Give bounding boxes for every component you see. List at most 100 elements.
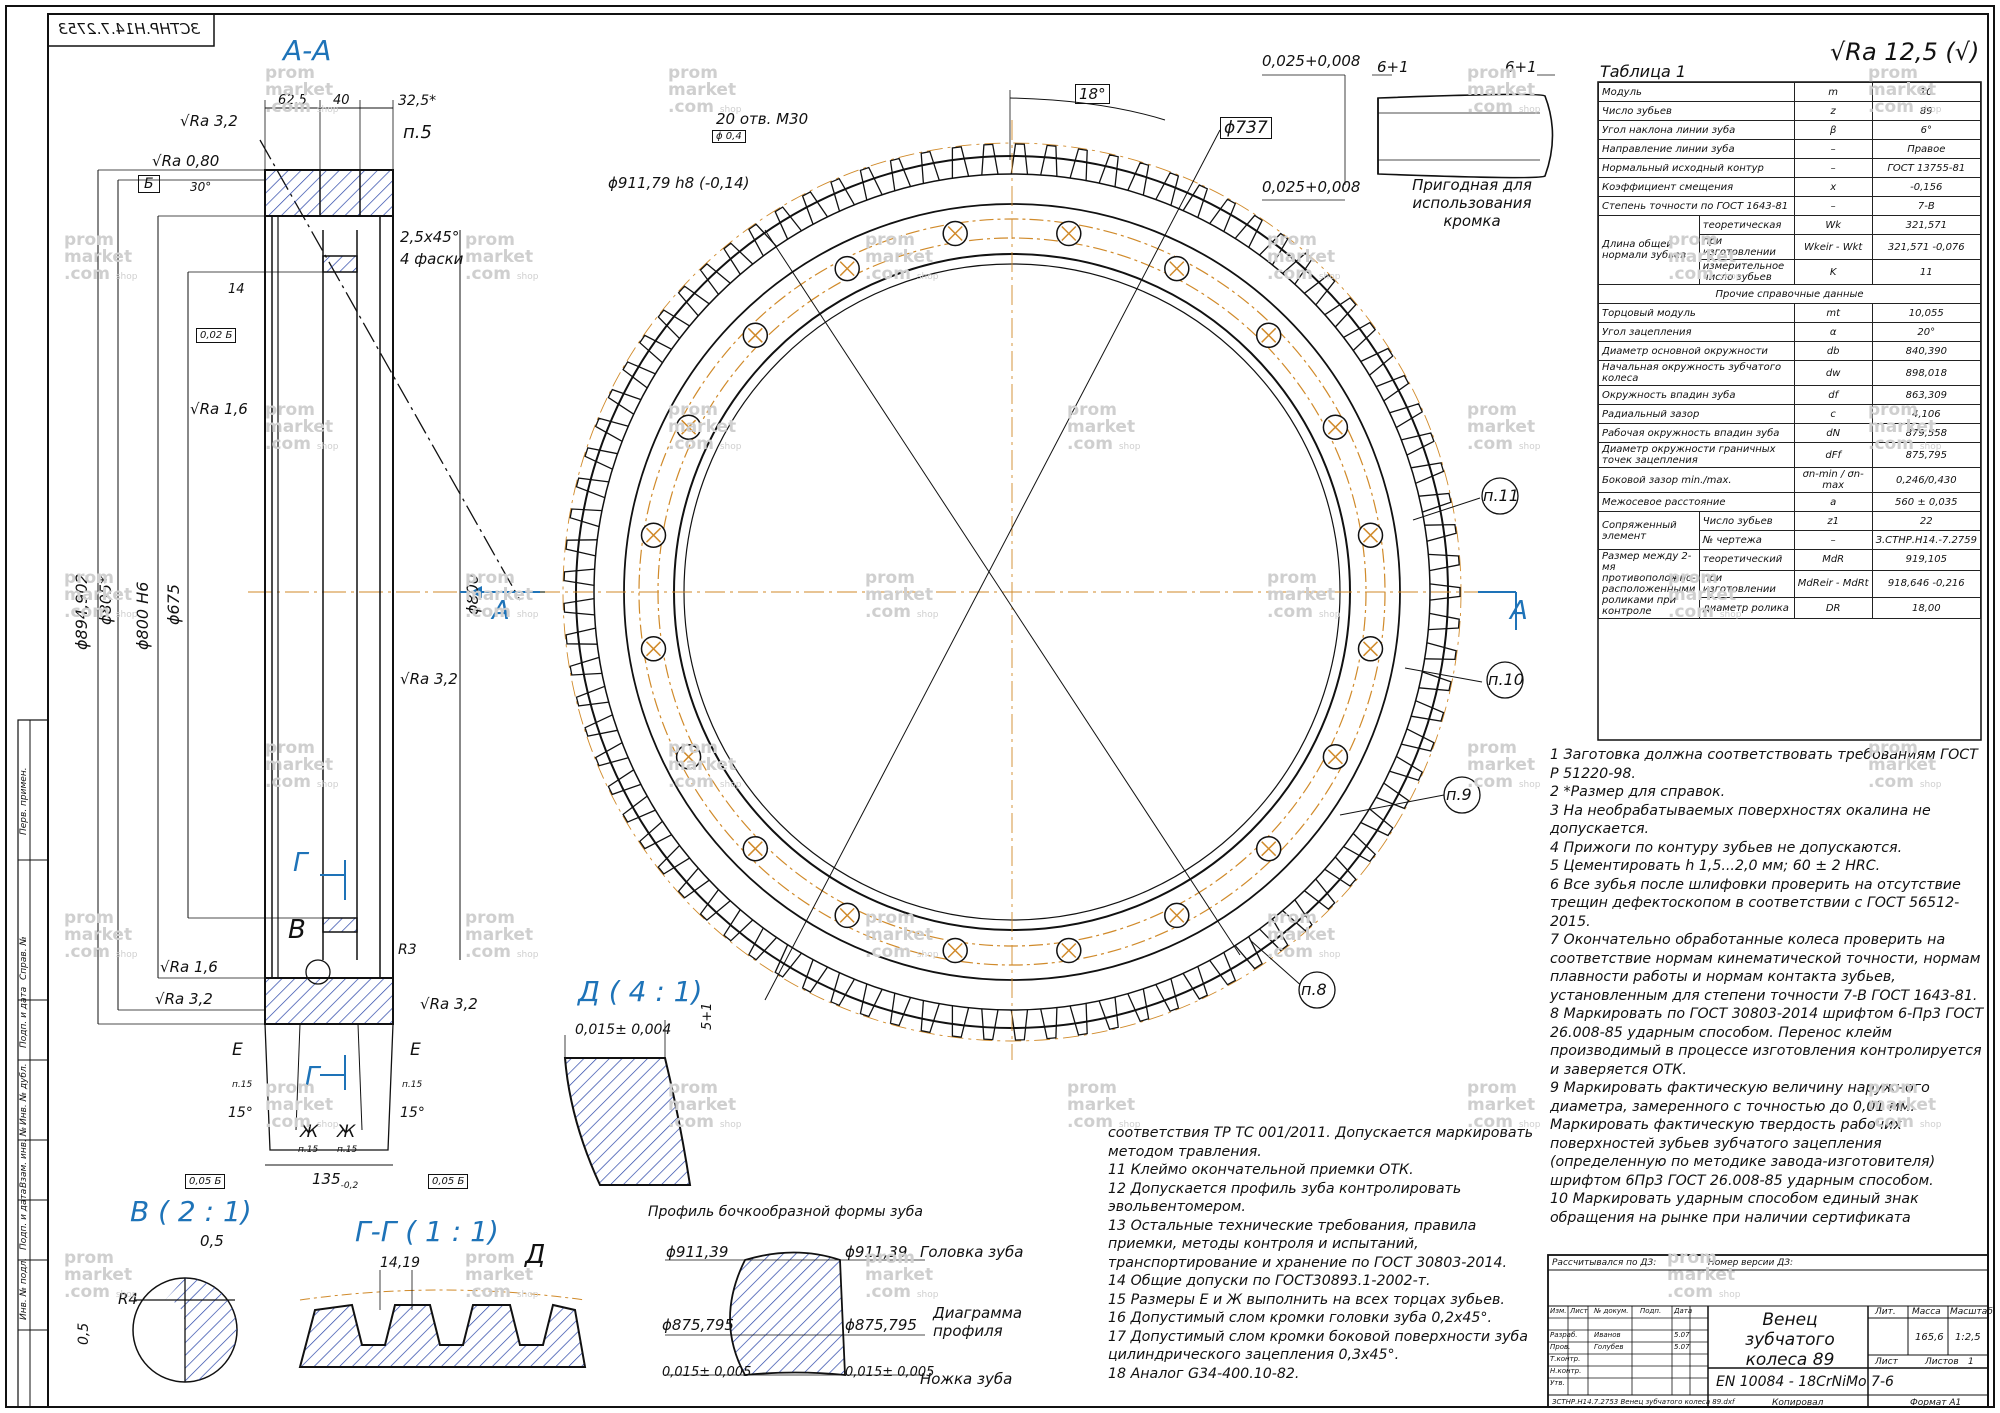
hole-center-mark: [1327, 749, 1343, 765]
table-cell: α: [1793, 322, 1873, 342]
table-cell: Нормальный исходный контур: [1598, 158, 1795, 178]
technical-requirements-cont: соответствия ТР ТС 001/2011. Допускается…: [1108, 1124, 1538, 1383]
table-cell: K: [1793, 259, 1873, 285]
table-cell: c: [1793, 404, 1873, 424]
label-v: В: [288, 915, 306, 945]
detail-v-title: В ( 2 : 1): [130, 1195, 252, 1228]
table-cell: Размер между 2-мя противоположно- распол…: [1598, 549, 1700, 619]
tb-material: EN 10084 - 18CrNiMo 7-6: [1716, 1374, 1894, 1390]
table-cell: -0,156: [1871, 177, 1982, 197]
tb-version: Номер версии ДЗ:: [1708, 1258, 1794, 1268]
label-d: Д: [525, 1240, 546, 1270]
detail-v-05a: 0,5: [200, 1232, 224, 1250]
table-row: Размер между 2-мя противоположно- распол…: [1598, 549, 1982, 619]
dim-911-79: ϕ911,79 h8 (-0,14): [608, 174, 750, 192]
tol-bottom: 0,025+0,008: [1262, 178, 1361, 196]
table-cell: Число зубьев: [1598, 101, 1795, 121]
roughness-value: Ra 12,5: [1845, 38, 1938, 66]
ra32-c: √Ra 3,2: [155, 990, 213, 1008]
note-item: 4 Прижоги по контуру зубьев не допускают…: [1550, 839, 1903, 856]
side-stamp-label: Инв. № дубл.: [19, 1063, 29, 1125]
table-cell: Длина общей нормали зубьев: [1598, 215, 1700, 285]
detail-d-title: Д ( 4 : 1): [578, 975, 703, 1008]
tb-date2: 5.07: [1674, 1343, 1690, 1351]
hole-center-mark: [747, 327, 763, 343]
note-item: 10 Маркировать ударным способом единый з…: [1550, 1191, 1919, 1226]
table-cell: Начальная окружность зубчатого колеса: [1598, 360, 1795, 386]
ra16-b: √Ra 1,6: [160, 958, 218, 976]
note-item: 2 *Размер для справок.: [1550, 784, 1726, 800]
tb-format: Формат А1: [1910, 1398, 1962, 1408]
usable-edge-note: Пригодная для использования кромка: [1412, 176, 1532, 230]
width-6-left: 6+1: [1377, 58, 1409, 76]
angle-15-left: 15°: [228, 1105, 253, 1121]
table-cell: Торцовый модуль: [1598, 303, 1795, 323]
table-title: Таблица 1: [1600, 62, 1687, 81]
table-cell: 7-B: [1871, 196, 1982, 216]
hole-center-mark: [947, 942, 963, 959]
table-cell: 560 ± 0,035: [1871, 492, 1982, 512]
technical-requirements: 1 Заготовка должна соответствовать требо…: [1550, 746, 1990, 1227]
table-cell: dN: [1793, 423, 1873, 443]
note-item: 15 Размеры Е и Ж выполнить на всех торца…: [1108, 1291, 1505, 1308]
side-stamp-label: Подп. и дата: [19, 1188, 29, 1250]
table-cell: 321,571: [1871, 215, 1982, 235]
stamp-code: ЗСТНР.Н14.7.2753: [58, 20, 200, 38]
callout-p8: п.8: [1301, 980, 1327, 999]
tolerance-2: 0,05 Б: [185, 1174, 226, 1189]
p15-d: п.15: [337, 1145, 358, 1155]
label-g-bottom: Г: [305, 1062, 320, 1092]
tol-top: 0,025+0,008: [1262, 52, 1361, 70]
table-cell: db: [1793, 341, 1873, 361]
tb-mass-header: Масса: [1912, 1307, 1941, 1317]
table-cell: x: [1793, 177, 1873, 197]
side-stamp-label: Подп. и дата: [19, 986, 29, 1048]
table-cell: dw: [1793, 360, 1873, 386]
table-cell: dFf: [1793, 442, 1873, 468]
profile-d911-b: ϕ911,39: [845, 1243, 908, 1261]
ra32-top: √Ra 3,2: [180, 112, 238, 130]
side-stamp-label: Инв. № подл.: [19, 1257, 29, 1320]
datum-b: Б: [138, 175, 160, 193]
table-row: Прочие справочные данные: [1598, 284, 1981, 304]
tolerance-1: 0,02 Б: [196, 328, 237, 343]
table-cell: Wkeir - Wkt: [1793, 234, 1873, 260]
callout-p11: п.11: [1483, 486, 1519, 505]
note-item: 12 Допускается профиль зуба контролирова…: [1108, 1180, 1462, 1216]
note-item: 8 Маркировать по ГОСТ 30803-2014 шрифтом…: [1550, 1006, 1984, 1078]
p15-a: п.15: [232, 1080, 253, 1090]
table-cell: m: [1793, 82, 1873, 102]
table-cell: № чертежа: [1698, 530, 1795, 550]
tb-appr: Утв.: [1550, 1379, 1565, 1387]
tb-footer: ЗСТНР.Н14.7.2753 Венец зубчатого колеса …: [1552, 1398, 1735, 1406]
table-cell: df: [1793, 385, 1873, 405]
p15-c: п.15: [298, 1145, 319, 1155]
tb-lit: Лит.: [1875, 1307, 1896, 1317]
profile-head: Головка зуба: [920, 1243, 1024, 1261]
hole-center-mark: [1169, 907, 1185, 923]
table-row: Степень точности по ГОСТ 1643-81–7-B: [1598, 196, 1982, 216]
label-g-top: Г: [293, 848, 308, 878]
table-cell: 840,390: [1871, 341, 1982, 361]
table-cell: при изготовлении: [1698, 569, 1795, 599]
note-item: 1 Заготовка должна соответствовать требо…: [1550, 747, 1978, 782]
